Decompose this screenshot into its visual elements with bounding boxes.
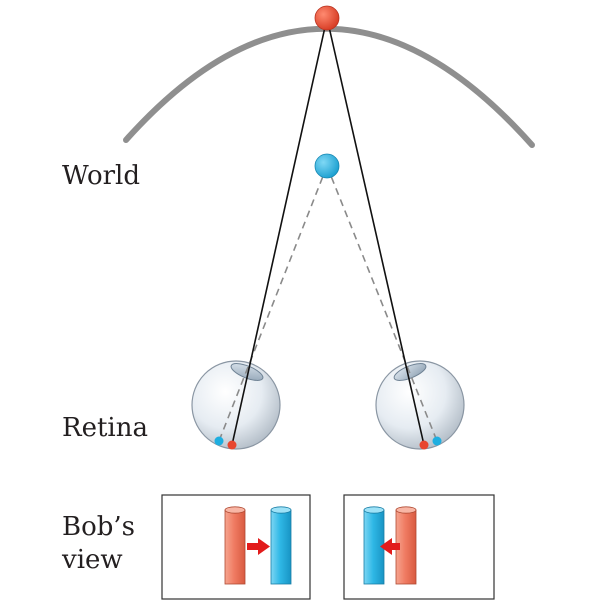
world-label: World bbox=[62, 161, 140, 191]
left-solid-sightline bbox=[231, 17, 328, 446]
red-dot-icon bbox=[314, 5, 340, 31]
left-dashed-sightline bbox=[218, 165, 328, 442]
eyeball-icon bbox=[375, 360, 465, 450]
arrow-icon bbox=[380, 538, 400, 555]
blue-dot-icon bbox=[314, 153, 340, 179]
blue-bar bbox=[270, 506, 292, 585]
left-eye bbox=[191, 360, 281, 450]
right-solid-sightline bbox=[326, 17, 425, 446]
left-retina-blue-dot bbox=[214, 436, 224, 446]
retina-label: Retina bbox=[62, 413, 148, 443]
bobs-view-left-panel bbox=[161, 494, 311, 600]
arrow-icon bbox=[247, 538, 270, 555]
red-bar bbox=[224, 506, 246, 585]
blue-bar bbox=[363, 506, 385, 585]
right-retina-blue-dot bbox=[432, 436, 442, 446]
eyeball-icon bbox=[191, 360, 281, 450]
horopter-arc bbox=[123, 25, 535, 148]
bobs-view-label-line2: view bbox=[61, 545, 123, 575]
bobs-view-right-panel bbox=[343, 494, 495, 600]
bobs-view-label-line1: Bob’s bbox=[62, 512, 135, 542]
right-dashed-sightline bbox=[326, 165, 438, 442]
right-retina-red-dot bbox=[419, 440, 429, 450]
red-bar bbox=[395, 506, 417, 585]
right-eye bbox=[375, 360, 465, 450]
left-retina-red-dot bbox=[227, 440, 237, 450]
